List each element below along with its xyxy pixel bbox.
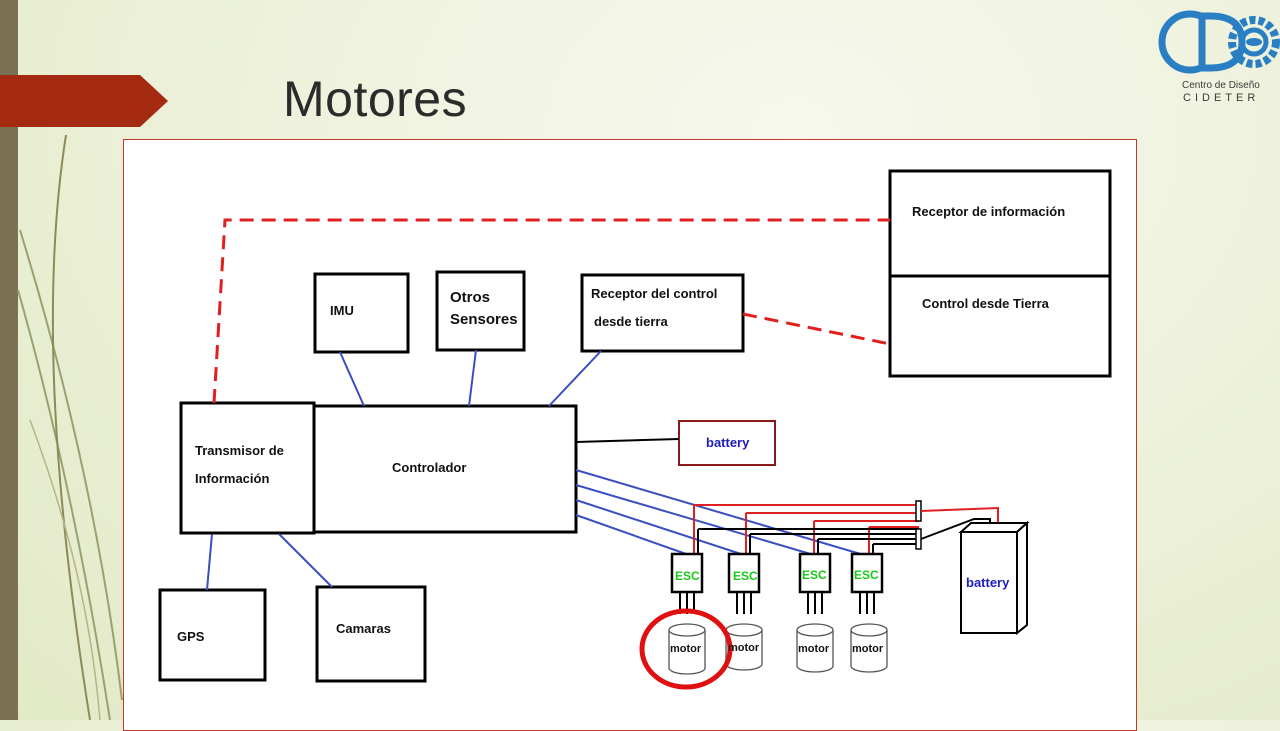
- battery-large-label: battery: [966, 575, 1010, 590]
- logo-caption: Centro de Diseño: [1182, 80, 1260, 91]
- imu-label: IMU: [330, 303, 354, 318]
- gps-box: [158, 588, 267, 682]
- receptor-info-label: Receptor de información: [912, 204, 1066, 219]
- informacion-label: Información: [195, 471, 270, 486]
- gps-label: GPS: [177, 629, 205, 644]
- otros-label: Otros: [450, 289, 491, 306]
- decorative-swoosh: [17, 134, 123, 720]
- controlador-label: Controlador: [392, 460, 467, 475]
- motor-label: motor: [728, 642, 760, 654]
- control-tierra-box: [888, 274, 1112, 378]
- esc-label: ESC: [854, 568, 879, 582]
- logo-brand: CIDETER: [1183, 92, 1260, 104]
- dashed-link-control: [742, 312, 891, 346]
- left-accent-bar: [0, 0, 18, 720]
- battery-small-box: [678, 420, 776, 466]
- cdo-logo: [1158, 10, 1280, 74]
- esc-label: ESC: [802, 568, 827, 582]
- camaras-box: [315, 585, 427, 683]
- control-tierra-label: Control desde Tierra: [922, 296, 1049, 311]
- transmisor-label: Transmisor de: [195, 443, 284, 458]
- motor-label: motor: [798, 643, 830, 655]
- diagram-panel: Receptor de información Control desde Ti…: [123, 139, 1137, 731]
- esc-label: ESC: [733, 569, 758, 583]
- otros-sensores-box: [435, 270, 526, 352]
- camaras-label: Camaras: [336, 621, 391, 636]
- title-accent-tab: [0, 75, 168, 127]
- motor-highlight: [639, 608, 733, 690]
- sensores-label: Sensores: [450, 311, 518, 328]
- battery-small-label: battery: [706, 435, 750, 450]
- block-diagram: [158, 169, 1112, 690]
- receptor-control-label: Receptor del control: [591, 286, 718, 301]
- motor-label: motor: [670, 643, 702, 655]
- slide-title: Motores: [283, 71, 468, 127]
- controlador-box: [312, 404, 578, 534]
- receptor-info-box: [888, 169, 1112, 278]
- motor-label: motor: [852, 643, 884, 655]
- esc-label: ESC: [675, 569, 700, 583]
- imu-box: [313, 272, 410, 354]
- transmisor-box: [179, 401, 316, 535]
- dashed-link-telemetry: [212, 218, 890, 404]
- receptor-control-box: [580, 273, 745, 353]
- battery-large-box: [960, 531, 1018, 634]
- desde-tierra-label: desde tierra: [594, 314, 668, 329]
